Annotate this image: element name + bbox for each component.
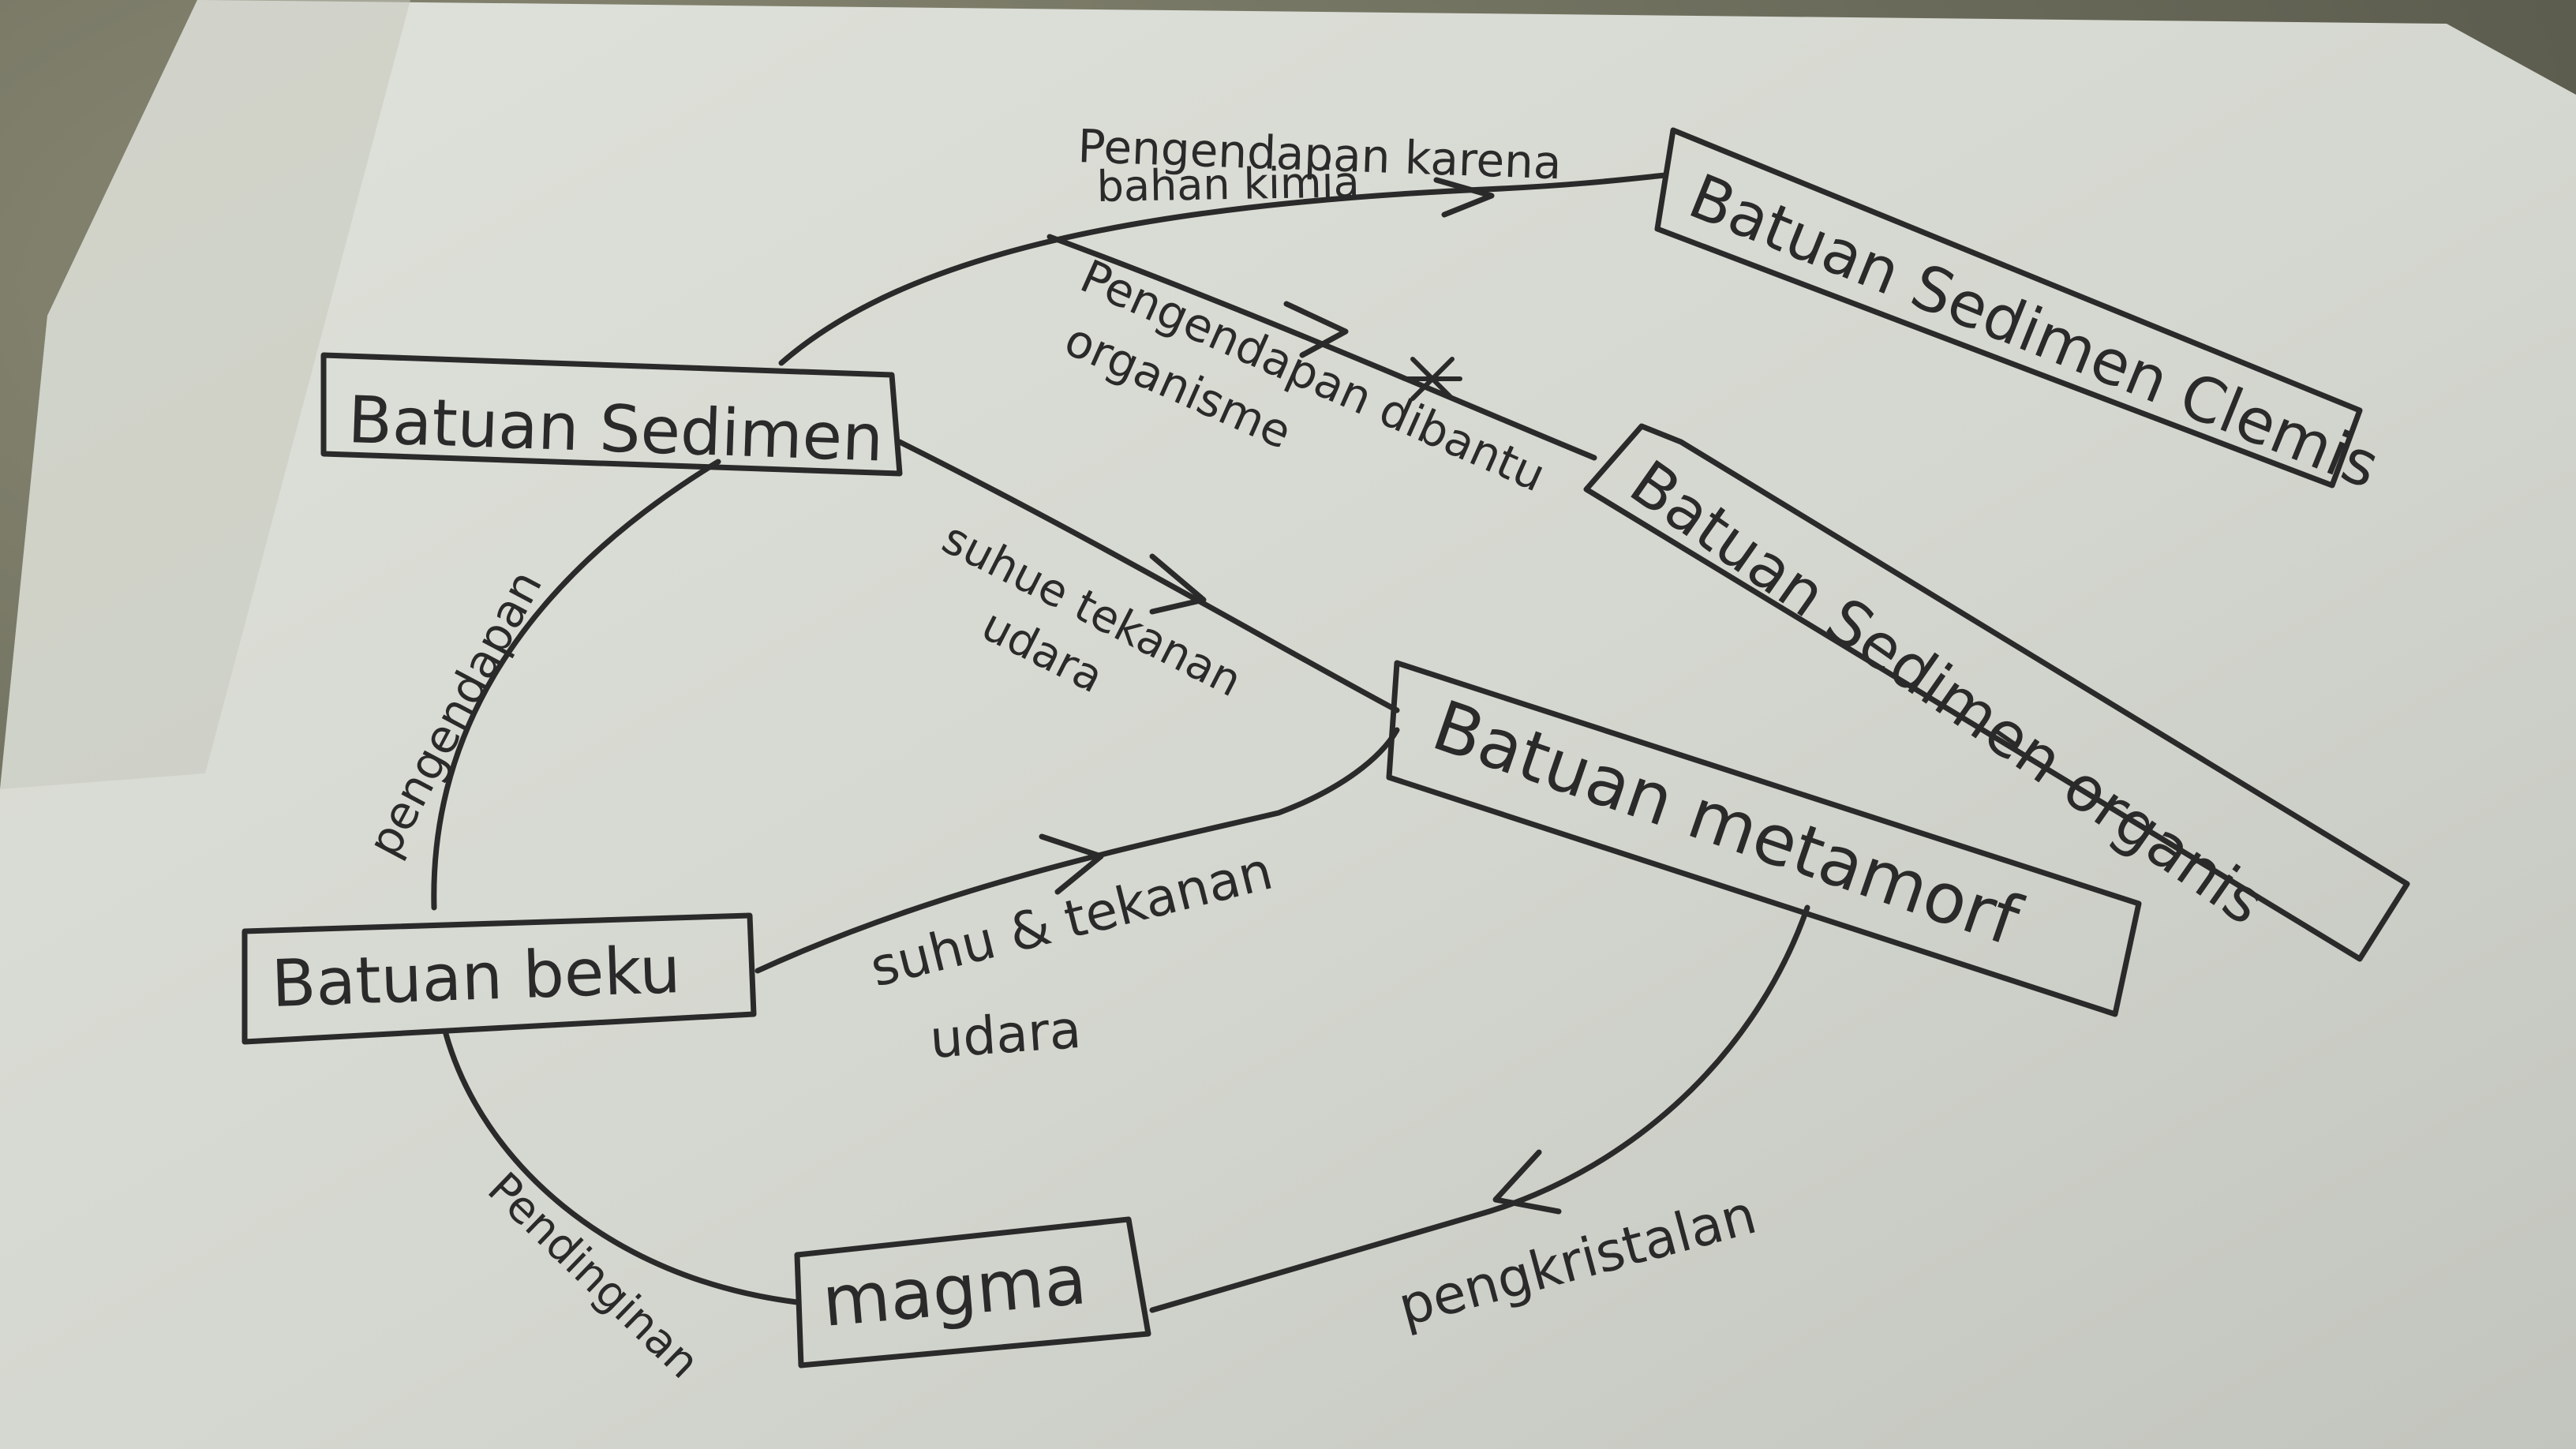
node-batuan-beku: Batuan beku: [242, 912, 757, 1045]
node-batuan-sedimen-organis-box: [1583, 423, 2410, 962]
node-batuan-sedimen-clemis-box: [1654, 127, 2363, 489]
node-batuan-beku-box: [242, 912, 757, 1045]
node-batuan-metamorf-box: [1386, 660, 2142, 1017]
node-batuan-beku-label: Batuan beku: [270, 933, 681, 1022]
edge-sedimen-to-clemis: [778, 172, 1668, 366]
edge-label-pengendapan-kimia-2: bahan kimia: [1096, 157, 1360, 212]
edge-sedimen-to-organis-arrow: [1283, 301, 1349, 358]
node-batuan-sedimen: Batuan Sedimen: [320, 352, 903, 477]
edge-metamorf-to-magma-arrow: [1492, 1149, 1562, 1215]
edge-sedimen-to-organis: [1046, 234, 1597, 461]
edge-sedimen-to-metamorf: [897, 439, 1400, 713]
edge-sedimen-to-metamorf-arrow: [1149, 553, 1207, 615]
edge-label-suhu-tekanan-mid-2: udara: [928, 999, 1084, 1070]
node-magma-box: [794, 1216, 1151, 1368]
node-batuan-sedimen-label: Batuan Sedimen: [346, 383, 884, 477]
edge-beku-to-sedimen: [431, 459, 721, 911]
node-batuan-sedimen-box: [320, 352, 903, 477]
edge-organis-star: [1402, 357, 1462, 401]
edge-metamorf-to-magma: [1149, 904, 1810, 1313]
paper-shadow-band: [0, 0, 410, 789]
edge-beku-to-metamorf: [754, 727, 1400, 974]
edge-beku-to-metamorf-arrow: [1039, 833, 1104, 895]
edge-sedimen-to-clemis-arrow: [1433, 177, 1495, 218]
edge-beku-to-magma: [443, 1031, 800, 1305]
